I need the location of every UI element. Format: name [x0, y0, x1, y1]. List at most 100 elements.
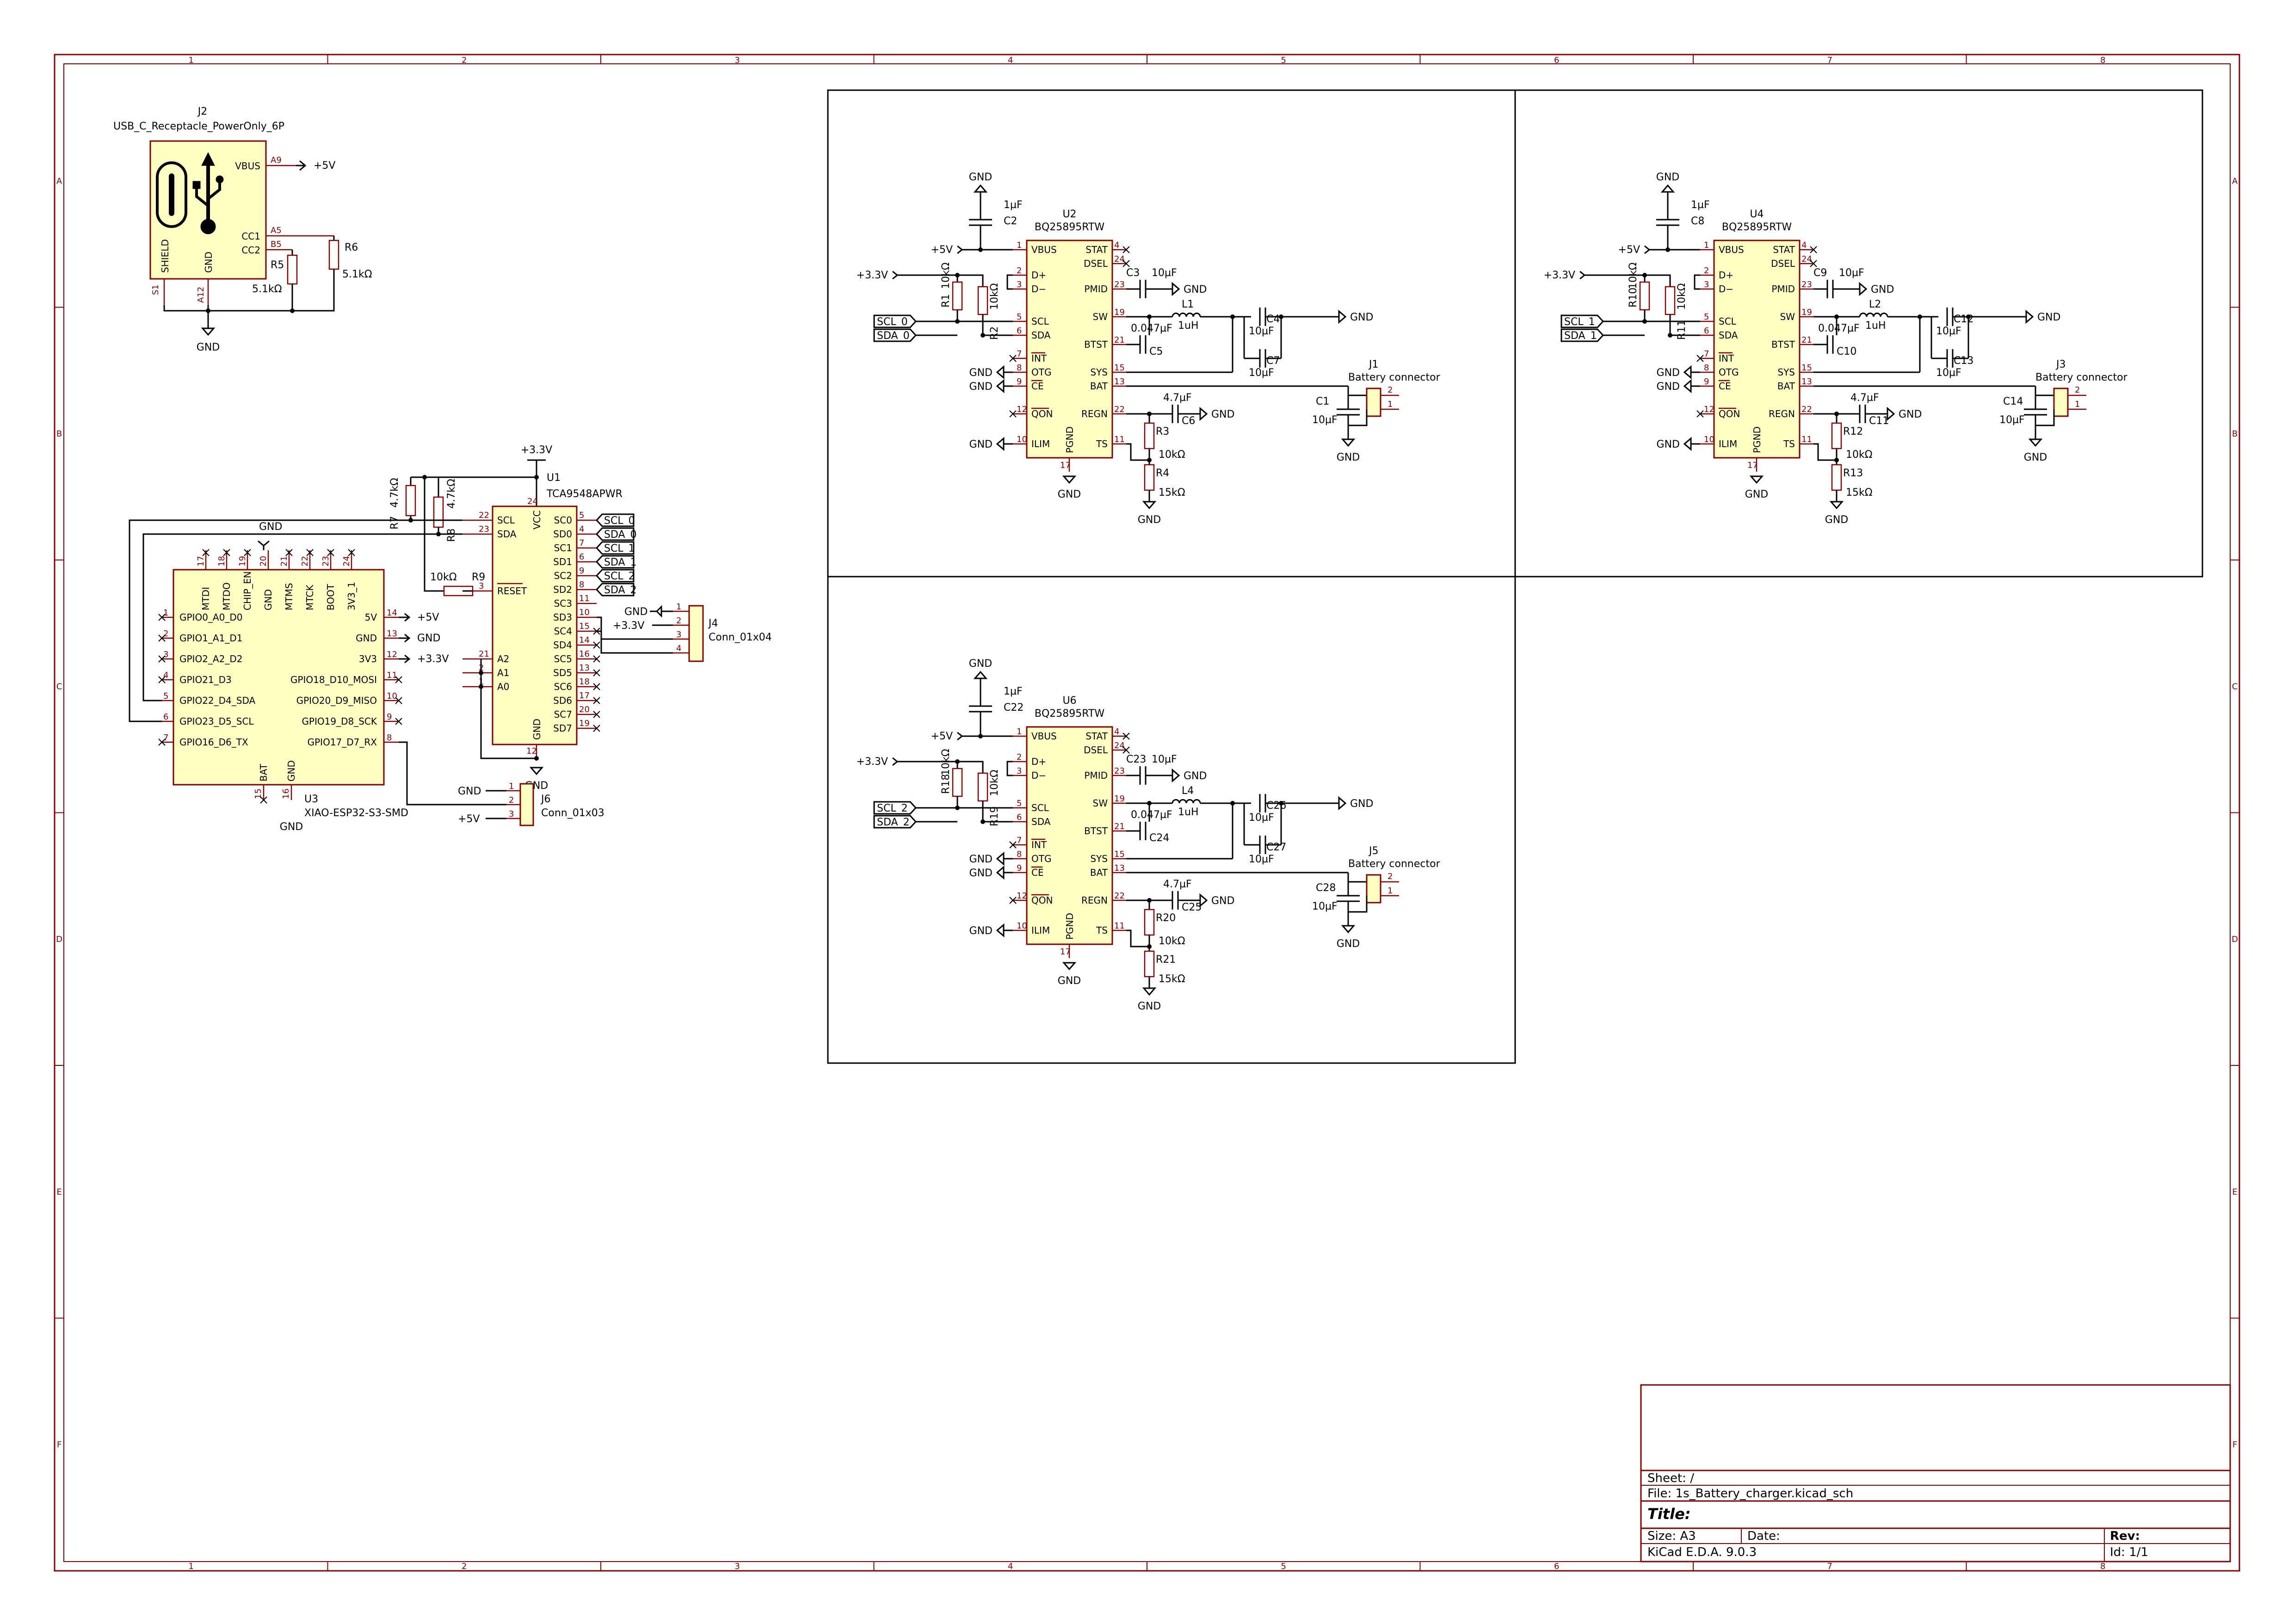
mcu-sda-wire	[142, 533, 462, 701]
mux-ref: U1	[547, 472, 561, 484]
no-connect-mark	[395, 676, 402, 683]
usb-value: USB_C_Receptacle_PowerOnly_6P	[113, 121, 284, 132]
mcu-pwr-label: +3.3V	[417, 653, 449, 665]
charger-left-pin-name: D+	[1031, 756, 1046, 767]
charger-body	[1026, 726, 1113, 945]
frame-col-label: 8	[2100, 55, 2105, 65]
cap-ref: C6	[1182, 415, 1195, 427]
gnd-symbol	[2025, 309, 2034, 324]
gnd-symbol	[1172, 282, 1180, 296]
mux-right-pin-num: 9	[579, 566, 584, 576]
charger-left-pin-name: QON	[1031, 895, 1053, 906]
gnd-symbol	[996, 851, 1005, 866]
r9-ref: R9	[472, 572, 485, 583]
no-connect-mark	[285, 549, 293, 556]
j6-rx-wire	[399, 741, 506, 806]
gnd-symbol	[996, 379, 1005, 394]
pwr-label: +5V	[1618, 244, 1640, 256]
mcu: MTDI17MTDO18CHIP_EN19GND20MTMS21MTCK22BO…	[158, 540, 449, 833]
mux-right-pin-num: 19	[579, 719, 590, 728]
gnd-label: GND	[1656, 172, 1679, 183]
mux-vcc-num: 24	[527, 497, 538, 506]
mux-right-pin-name: SD5	[553, 667, 572, 678]
charger-left-pin-name: SCL	[1031, 316, 1049, 327]
no-connect-mark	[158, 614, 166, 621]
gnd-label: GND	[1184, 284, 1207, 295]
mux-left-pin-name: A2	[497, 653, 509, 664]
inductor-ref: L1	[1182, 299, 1194, 310]
usb-c-connector: J2 USB_C_Receptacle_PowerOnly_6P VBUS CC…	[113, 106, 372, 353]
charger-right-pin-num: 13	[1801, 377, 1812, 387]
charger-right-pin-name: REGN	[1081, 408, 1108, 419]
junction	[1279, 314, 1283, 319]
r6-ref: R6	[345, 242, 358, 253]
charger-right-pin-num: 11	[1114, 921, 1125, 931]
r6-wire-bottom	[292, 269, 335, 312]
frame-row-label: A	[2232, 176, 2238, 186]
usb-pin-cc2: CC2	[241, 245, 260, 256]
net-label-shape	[595, 513, 635, 527]
charger-right-pin-num: 13	[1114, 377, 1125, 387]
junction	[1147, 898, 1152, 903]
j6-ref: J6	[540, 794, 551, 805]
mcu-top-pin-num: 17	[196, 556, 206, 566]
mcu-right-pin-num: 10	[387, 691, 397, 701]
no-connect-mark	[593, 683, 600, 690]
battery-pin-num: 2	[2075, 385, 2080, 395]
mux-vcc: VCC	[531, 510, 543, 529]
frame-row-label: D	[2232, 935, 2238, 944]
junction	[1147, 944, 1152, 949]
j4-gnd-wire	[650, 605, 662, 618]
charger-pgnd: PGND	[1751, 426, 1763, 453]
mux-right-pin-name: SD7	[553, 723, 572, 734]
gnd-symbol	[1338, 309, 1347, 324]
gnd-label: GND	[1657, 381, 1680, 393]
cap-ref: C10	[1837, 346, 1856, 357]
gnd-label: GND	[1745, 489, 1768, 500]
gnd-label: GND	[969, 367, 993, 379]
net-label-shape	[1560, 314, 1604, 328]
charger-right-pin-name: DSEL	[1084, 258, 1108, 269]
no-connect-mark	[1122, 746, 1130, 754]
gnd-symbol	[1338, 796, 1347, 811]
junction	[980, 819, 985, 824]
charger-left-pin-num: 2	[1704, 266, 1709, 276]
inductor-value: 1uH	[1178, 806, 1198, 818]
j6-value: Conn_01x03	[541, 807, 604, 819]
r8-ref: R8	[446, 529, 457, 542]
no-connect-mark	[1009, 897, 1017, 904]
pwr-label: +3.3V	[1544, 270, 1575, 281]
junction	[1147, 458, 1152, 462]
frame-col-label: 3	[735, 1562, 740, 1571]
charger-left-pin-name: SCL	[1031, 802, 1049, 813]
mux-right-pin-num: 13	[579, 663, 590, 673]
mcu-right-pin-name: GPIO19_D8_SCK	[302, 716, 377, 727]
j4-3v3: +3.3V	[613, 620, 644, 632]
i2c-mux: +3.3V U1 TCA9548APWR VCC 24 GND 12 GND S…	[129, 444, 637, 792]
gnd-symbol	[996, 437, 1005, 451]
mux-net-label: SDA_1	[604, 557, 637, 568]
tb-sheet: Sheet: /	[1647, 1471, 1694, 1485]
gnd-label: GND	[1138, 1001, 1161, 1012]
mux-right-pin-num: 8	[579, 580, 584, 590]
battery-pin-num: 1	[1388, 400, 1393, 409]
resistor-ref: R12	[1843, 426, 1863, 437]
mcu-top-pin-num: 20	[259, 556, 268, 566]
junction	[978, 247, 983, 252]
charger-left-pin-num: 12	[1704, 405, 1714, 414]
usb-trident-icon	[192, 152, 224, 234]
junction	[1147, 412, 1152, 416]
cap-value: 10µF	[1249, 854, 1274, 865]
usb-pinnum-a5: A5	[271, 226, 282, 235]
pwr-label: +5V	[931, 731, 953, 742]
no-connect-mark	[593, 697, 600, 704]
charger-left-pin-name: D+	[1031, 270, 1046, 281]
usb-ref: J2	[197, 106, 208, 117]
mux-right-pin-name: SC5	[554, 653, 572, 664]
gnd-label: GND	[969, 381, 993, 393]
dp-wire	[1006, 761, 1013, 776]
charger-right-pin-num: 24	[1114, 254, 1125, 264]
charger-left-pin-name: VBUS	[1031, 244, 1057, 255]
resistor-value: 15kΩ	[1159, 973, 1185, 985]
charger-right-pin-num: 15	[1114, 849, 1125, 859]
